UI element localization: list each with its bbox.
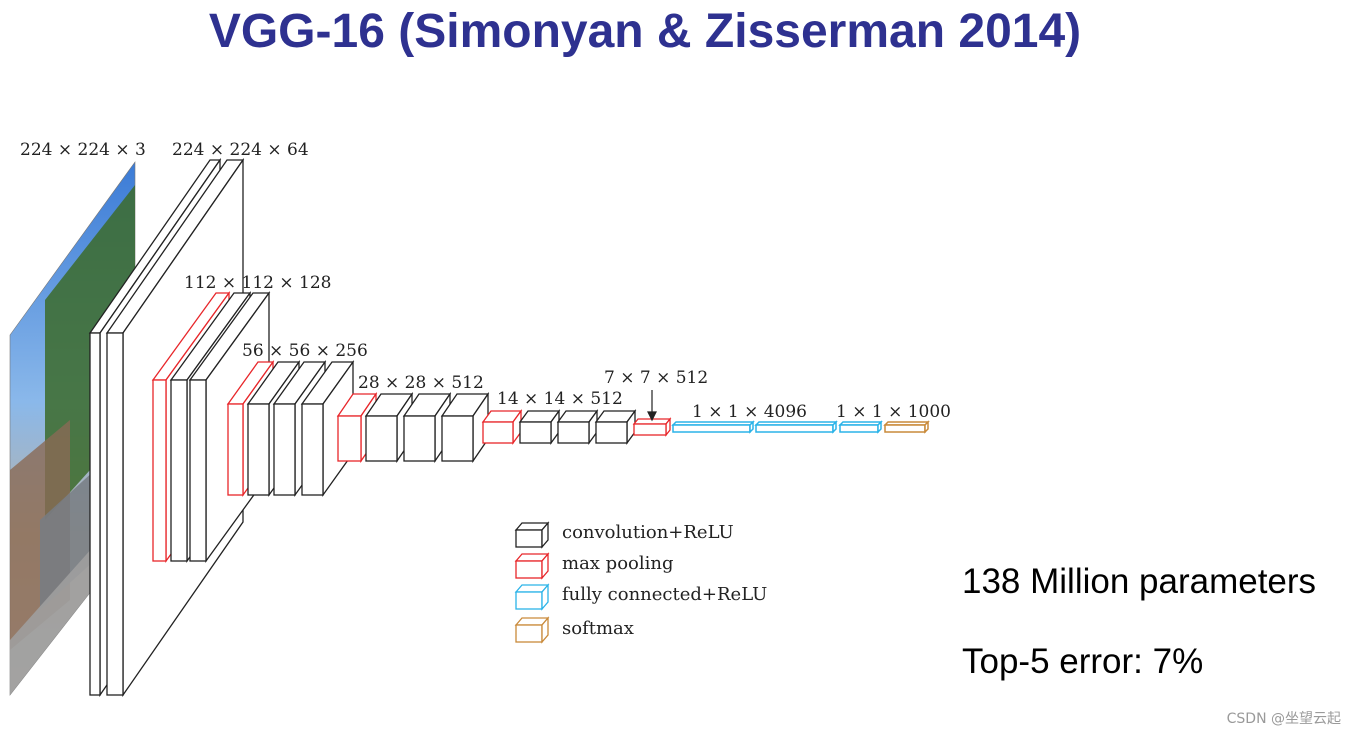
fc6-block [671,420,755,434]
watermark: CSDN @坐望云起 [1226,711,1341,727]
dim-label-pool5: 7 × 7 × 512 [604,368,708,388]
dim-label-stage2: 112 × 112 × 128 [184,273,331,293]
top5-error: Top-5 error: 7% [962,642,1204,681]
legend-label-fc: fully connected+ReLU [562,584,767,605]
stage4-blocks [336,391,490,464]
pool5-block [632,417,672,437]
dim-label-stage1: 224 × 224 × 64 [172,140,309,160]
dim-label-output: 1 × 1 × 1000 [836,402,951,422]
dim-label-stage5: 14 × 14 × 512 [497,389,623,409]
stage3-blocks [226,359,355,498]
legend-fc-icon [514,583,550,611]
stage5-blocks [481,409,637,445]
legend-label-conv: convolution+ReLU [562,522,734,543]
legend-label-pool: max pooling [562,553,674,574]
softmax-block [883,420,930,434]
dim-label-input: 224 × 224 × 3 [20,140,146,160]
legend-label-softmax: softmax [562,618,634,639]
parameter-count: 138 Million parameters [962,562,1317,601]
dim-label-stage3: 56 × 56 × 256 [242,341,368,361]
conv5-1-block [518,409,561,445]
legend-conv-icon [514,521,550,549]
pool5-arrow [647,390,657,422]
fc8-block [838,420,883,434]
fc7-block [754,420,838,434]
conv4-3-block [440,391,490,464]
dim-label-fc: 1 × 1 × 4096 [692,402,807,422]
legend-softmax-icon [514,616,550,644]
conv5-3-block [594,409,637,445]
pool4-block [481,409,523,445]
conv5-2-block [556,409,599,445]
legend-pool-icon [514,552,550,580]
dim-label-stage4: 28 × 28 × 512 [358,373,484,393]
page-title: VGG-16 (Simonyan & Zisserman 2014) [208,5,1082,58]
legend [514,521,550,644]
fc-blocks [671,420,883,434]
